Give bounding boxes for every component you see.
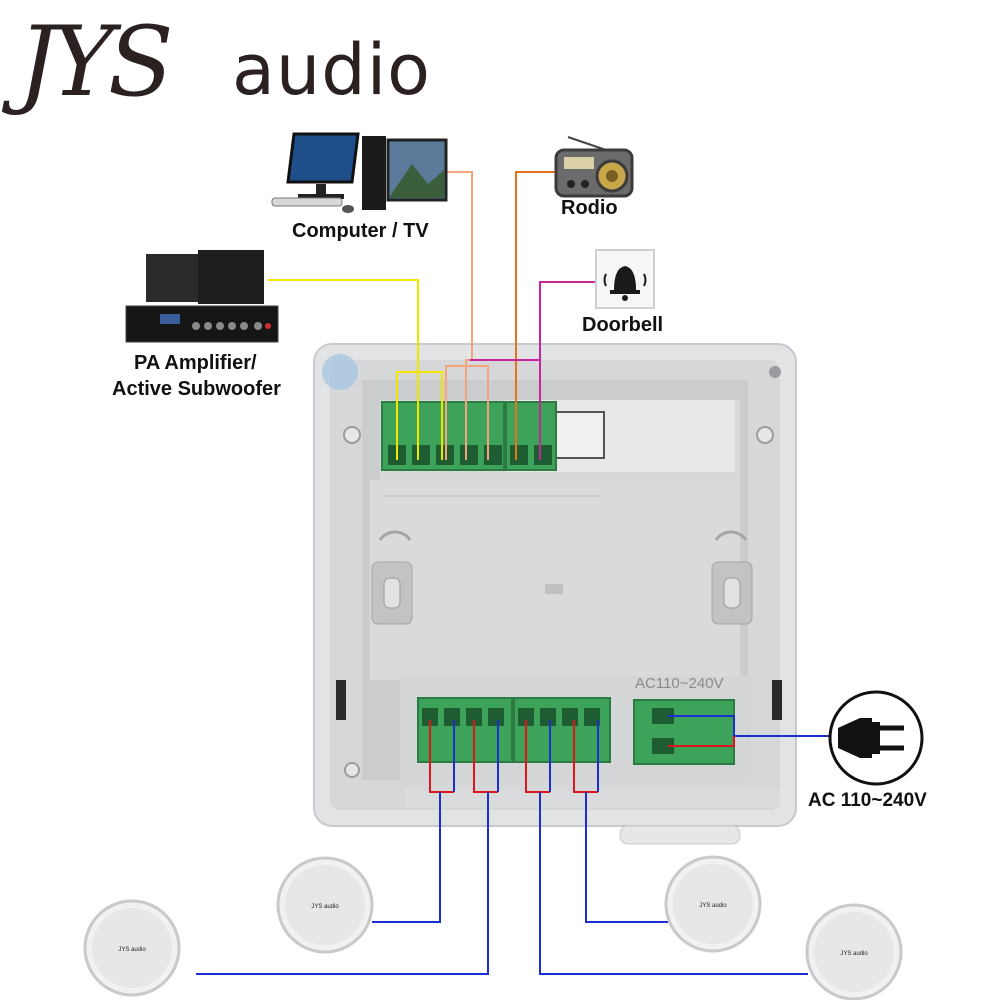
doorbell-icon	[595, 249, 655, 309]
ceiling-speaker-3: JYS audio	[664, 855, 762, 953]
qc-sticker	[322, 354, 358, 390]
ceiling-speaker-4: JYS audio	[805, 903, 903, 1000]
speaker-badge-2: JYS audio	[311, 904, 339, 910]
wires-pa-amplifier	[268, 279, 443, 460]
label-radio: Rodio	[561, 197, 618, 219]
speaker-terminal-block-right	[513, 697, 611, 763]
brand-logo-text: audio	[232, 29, 431, 111]
label-power: AC 110~240V	[808, 790, 927, 811]
power-wires	[668, 715, 832, 747]
computer-tv-icon	[271, 132, 448, 213]
wire-doorbell	[470, 281, 596, 460]
panel-power-print: AC110~240V	[635, 675, 724, 692]
power-terminal-block	[633, 699, 735, 765]
speaker-badge-4: JYS audio	[840, 951, 868, 957]
speaker-wires	[196, 720, 808, 975]
label-pa-amplifier-line1: PA Amplifier/	[134, 352, 257, 374]
ceiling-speaker-1: JYS audio	[83, 899, 181, 997]
speaker-terminal-block-left	[417, 697, 513, 763]
label-doorbell: Doorbell	[582, 314, 664, 336]
ceiling-speaker-2: JYS audio	[276, 856, 374, 954]
radio-icon	[554, 136, 634, 198]
speaker-badge-3: JYS audio	[699, 903, 727, 909]
brand-logo-mark: JYS	[18, 6, 174, 118]
aux-terminal-block	[505, 401, 557, 471]
power-plug-icon	[828, 690, 924, 786]
pa-amplifier-icon	[125, 250, 279, 343]
speaker-badge-1: JYS audio	[118, 947, 146, 953]
wire-radio	[515, 171, 556, 460]
label-pa-amplifier-line2: Active Subwoofer	[112, 378, 281, 400]
label-computer-tv: Computer / TV	[292, 220, 429, 242]
